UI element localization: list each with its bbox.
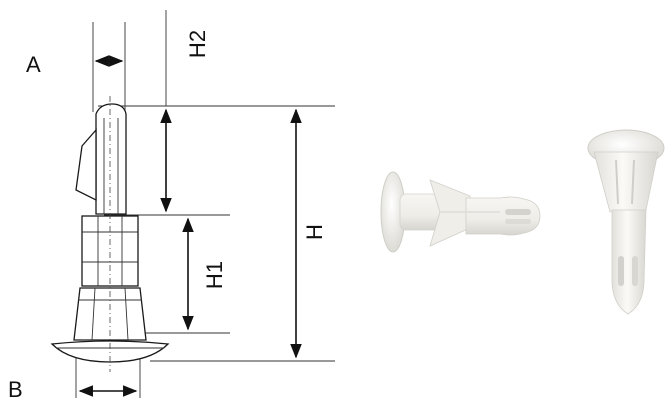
label-h2: H2 xyxy=(185,30,210,58)
lower-line-2 xyxy=(91,287,96,341)
horizontal-spacer-wings xyxy=(429,179,471,247)
lower-line-3 xyxy=(124,287,129,341)
spacer-photo-vertical xyxy=(587,129,665,315)
vertical-spacer-shaft xyxy=(611,209,647,315)
spacer-photo-horizontal xyxy=(380,171,541,253)
barb-left xyxy=(75,128,97,202)
label-b: B xyxy=(8,377,23,401)
label-h: H xyxy=(302,224,327,240)
horizontal-spacer-slot-2 xyxy=(505,219,531,224)
horizontal-spacer-shaft xyxy=(465,196,541,236)
vertical-spacer-slot-2 xyxy=(632,256,638,286)
base-flange xyxy=(50,340,170,363)
vertical-spacer-slit-2 xyxy=(631,159,635,205)
vertical-spacer-barb-body xyxy=(593,151,659,213)
upper-pin xyxy=(95,103,127,215)
vertical-spacer-slot-1 xyxy=(618,256,624,286)
horizontal-spacer-neck xyxy=(399,193,441,231)
technical-drawing: A H2 H1 H B xyxy=(8,10,335,401)
label-a: A xyxy=(26,52,41,77)
horizontal-spacer-slot-1 xyxy=(505,209,531,215)
vertical-spacer-slit-1 xyxy=(615,159,619,205)
label-h1: H1 xyxy=(202,261,227,289)
part-outline xyxy=(50,96,170,372)
